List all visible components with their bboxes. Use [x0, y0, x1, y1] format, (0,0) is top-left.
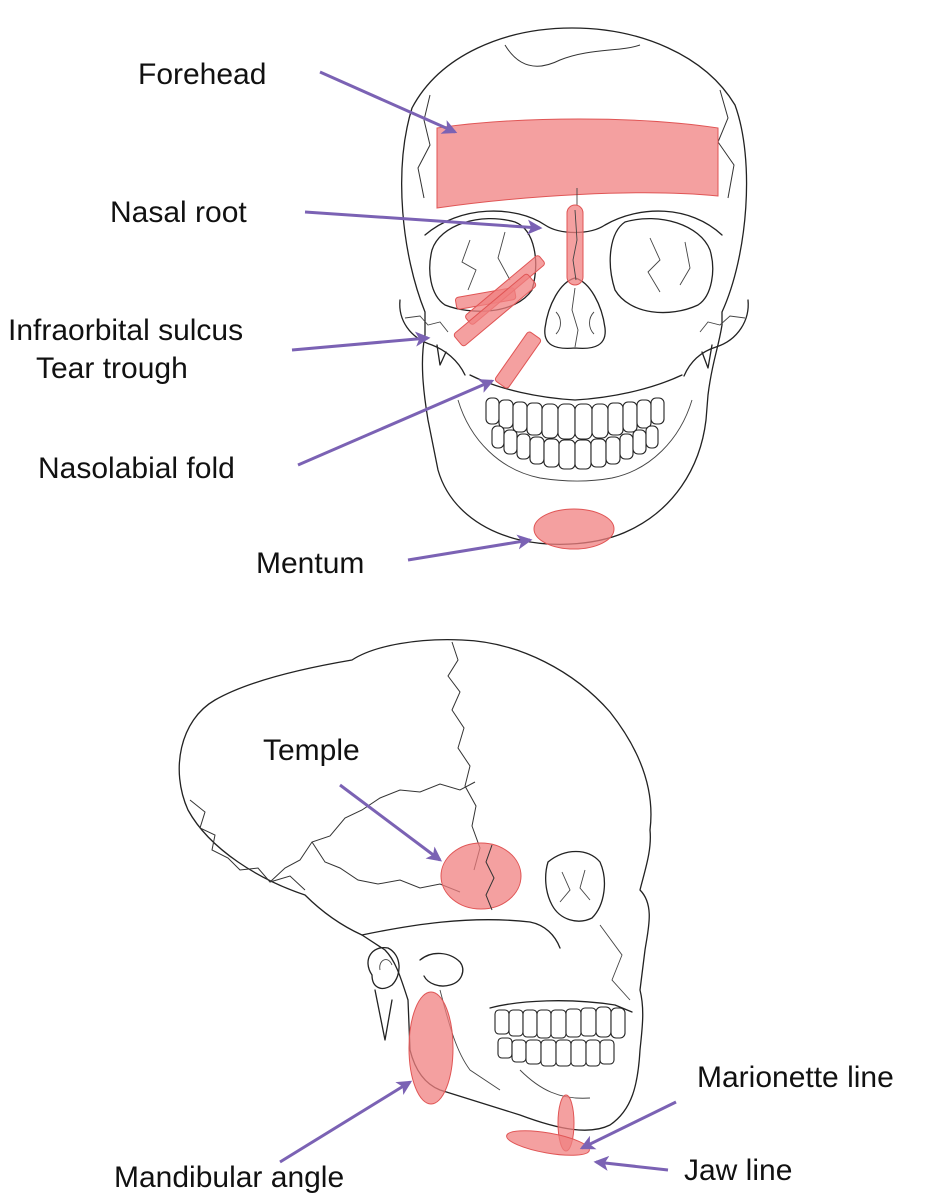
mandibular-angle-label: Mandibular angle: [114, 1161, 344, 1194]
temple-arrow: [340, 785, 440, 860]
right-orbit-inner: [648, 238, 690, 292]
right-orbit: [610, 219, 712, 313]
forehead-highlight: [437, 119, 718, 208]
front-suture-left: [418, 95, 430, 198]
tear-trough-label: Tear trough: [36, 352, 188, 385]
zygomatic-arch: [362, 920, 560, 948]
front-suture-top: [505, 45, 640, 66]
right-cheekbone: [684, 300, 748, 376]
side-nasal: [600, 925, 630, 1000]
side-orbit: [546, 852, 605, 922]
mandibular-angle-arrow: [280, 1082, 410, 1162]
condyle: [420, 953, 463, 986]
mentum-label: Mentum: [256, 547, 364, 580]
mandibular-angle-highlight: [409, 992, 453, 1104]
jaw-line-highlight: [505, 1126, 591, 1160]
ear-canal-inner: [380, 960, 392, 970]
nasolabial-fold-highlight: [494, 331, 542, 389]
side-orbit-inner: [560, 870, 590, 902]
nasal-conchae: [556, 312, 594, 334]
infraorbital-sulcus-label: Infraorbital sulcus: [8, 314, 243, 347]
side-lambdoid-suture: [190, 782, 475, 890]
side-mandible-detail: [520, 1070, 590, 1098]
forehead-label: Forehead: [138, 58, 266, 91]
left-zygomatic-suture: [405, 316, 448, 332]
infraorbital-arrow: [292, 338, 428, 350]
nasal-root-label: Nasal root: [110, 196, 247, 229]
nasal-septum: [572, 288, 578, 347]
jaw-line-arrow: [596, 1162, 668, 1170]
mastoid-process: [375, 990, 392, 1040]
mentum-arrow: [408, 540, 530, 560]
side-upper-teeth: [495, 1007, 625, 1038]
side-squamosal-suture: [312, 842, 460, 892]
nasolabial-fold-label: Nasolabial fold: [38, 452, 235, 485]
front-skull: [400, 28, 748, 544]
temple-highlight: [441, 843, 521, 909]
side-highlights: [409, 843, 591, 1160]
front-suture-right: [718, 90, 734, 198]
ear-canal: [368, 948, 399, 989]
temple-label: Temple: [263, 734, 360, 767]
side-lower-teeth: [498, 1038, 614, 1066]
marionette-line-label: Marionette line: [697, 1061, 894, 1094]
forehead-arrow: [320, 72, 455, 132]
jaw-line-label: Jaw line: [684, 1154, 792, 1187]
left-orbit-inner: [462, 232, 510, 290]
nasolabial-arrow: [298, 381, 492, 465]
side-coronal-suture: [448, 642, 480, 870]
mentum-highlight: [534, 509, 614, 549]
marionette-arrow: [582, 1102, 676, 1148]
